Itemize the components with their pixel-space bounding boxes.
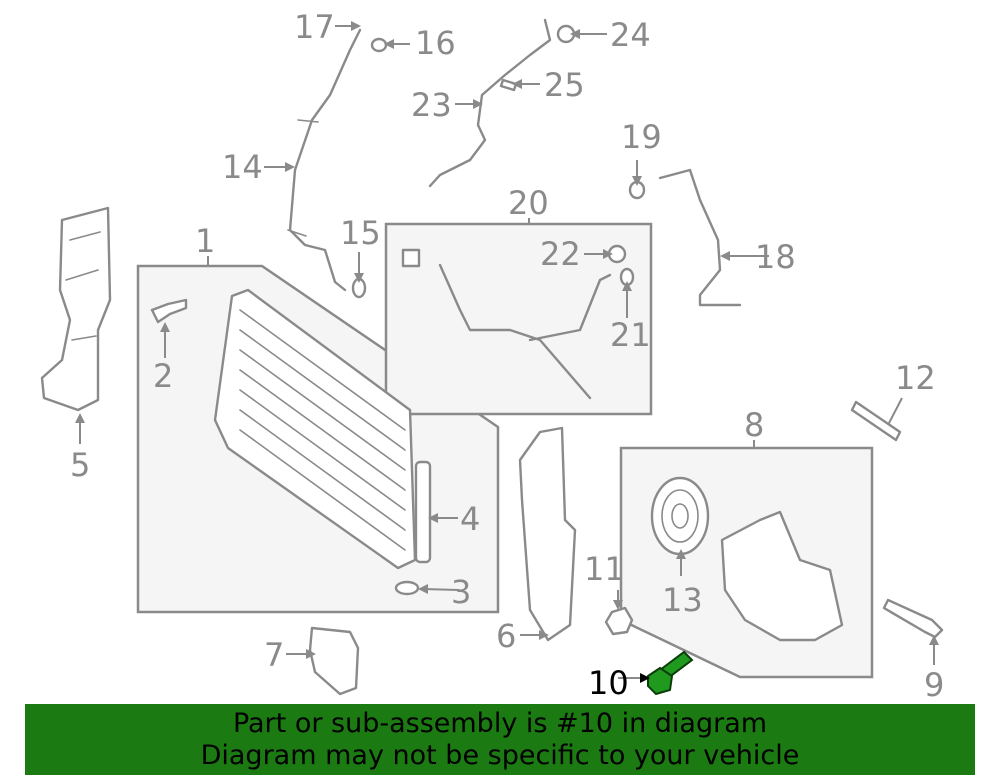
info-banner: Part or sub-assembly is #10 in diagram D… [25,704,975,775]
hose-18 [658,168,742,307]
callout-9: 9 [924,666,944,700]
valve-25 [499,78,518,92]
callout-23: 23 [411,86,452,124]
parts-diagram: 1 2 3 4 5 6 7 8 9 10 11 12 13 14 15 16 1… [40,8,944,700]
o-ring-16 [370,37,388,53]
bolt-9 [882,598,944,639]
bolt-2 [150,298,188,324]
callout-labels: 1 2 3 4 5 6 7 8 9 10 11 12 13 14 15 16 1… [70,8,944,700]
callout-25: 25 [544,66,585,104]
callout-10: 10 [588,664,629,700]
callout-1: 1 [195,222,215,260]
callout-6: 6 [496,617,516,655]
pipe-23 [428,18,552,188]
banner-line-2: Diagram may not be specific to your vehi… [200,740,800,771]
condenser [213,288,417,570]
callout-14: 14 [222,148,263,186]
callout-18: 18 [755,238,796,276]
callout-15: 15 [340,214,381,252]
callout-17: 17 [294,8,335,46]
callout-19: 19 [621,118,662,156]
callout-16: 16 [415,24,456,62]
callout-11: 11 [584,550,625,588]
compressor [720,510,844,642]
o-ring-3 [394,580,420,596]
receiver-drier [414,460,432,564]
hose-14 [288,28,362,292]
bolt-10-highlighted[interactable] [647,650,694,696]
callout-22: 22 [540,235,581,273]
bracket-7 [308,626,360,696]
banner-line-1: Part or sub-assembly is #10 in diagram [232,708,768,739]
callout-5: 5 [70,446,90,484]
callout-20: 20 [508,184,549,222]
nut-11 [604,606,634,636]
callout-24: 24 [610,16,651,54]
callout-3: 3 [451,573,471,611]
callout-12: 12 [895,359,936,397]
arrow-heads [75,21,939,683]
stud-12 [850,400,902,442]
callout-21: 21 [610,316,651,354]
clip-20 [401,248,421,268]
callout-7: 7 [264,636,284,674]
callout-8: 8 [744,406,764,444]
callout-4: 4 [460,500,480,538]
callout-2: 2 [153,357,173,395]
pipe-assembly-20 [438,263,612,400]
callout-13: 13 [662,581,703,619]
air-guide-left [40,206,112,412]
air-guide-right [518,426,577,642]
